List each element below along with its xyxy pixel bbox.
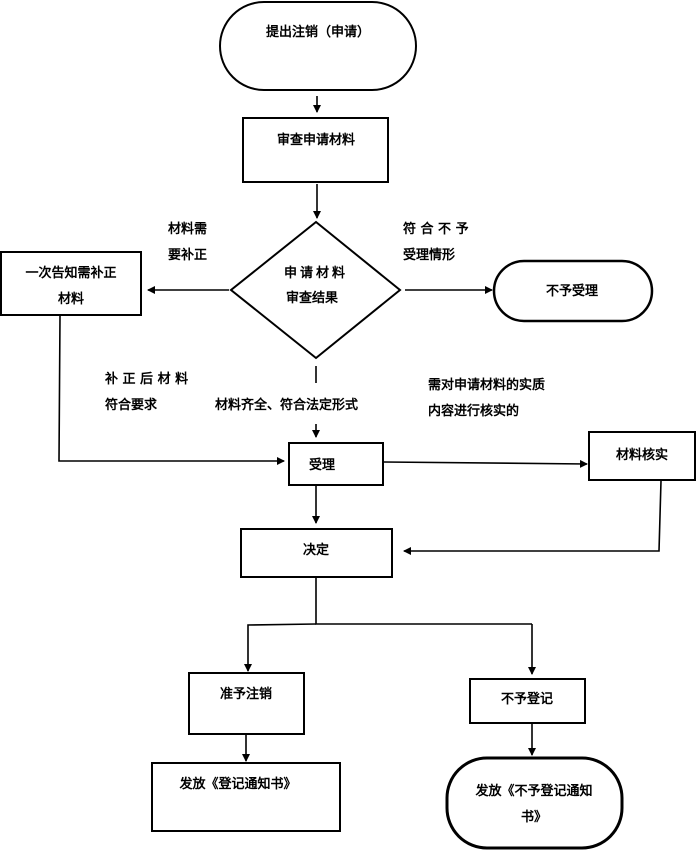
reject-terminal: 不予受理 [492,259,654,323]
notify-label-1: 一次告知需补正 [25,265,116,281]
label-verify-need-2: 内容进行核实的 [428,403,519,419]
reject-label: 不予受理 [546,283,598,299]
label-fixed-1: 补 正 后 材 料 [104,371,188,387]
label-need-fix-1: 材料需 [168,221,207,237]
label-not-accept-2: 受理情形 [403,247,455,263]
label-not-accept-1: 符 合 不 予 [403,221,469,237]
accept-box: 受理 [288,442,384,486]
arrow-to-approve [244,623,317,672]
issue-deny-label-2: 书》 [521,809,547,825]
notify-box: 一次告知需补正 材料 [0,251,142,316]
start-terminal: 提出注销（申请） [219,1,417,91]
notify-label-2: 材料 [58,291,84,307]
decision-label-2: 审查结果 [286,290,338,306]
decision-label-1: 申请材料 [284,265,348,281]
decide-box: 决定 [240,528,393,578]
label-fixed-2: 符合要求 [105,397,158,413]
verify-label: 材料核实 [616,447,668,463]
decide-label: 决定 [303,542,329,558]
arrow-accept-to-verify [383,459,588,468]
review-box: 审查申请材料 [242,117,389,183]
review-label: 审查申请材料 [277,132,355,148]
deny-box: 不予登记 [469,678,586,724]
arrow-notify-to-accept [58,315,285,465]
arrow-verify-to-decide [403,480,662,555]
start-label: 提出注销（申请） [266,24,370,40]
label-verify-need-1: 需对申请材料的实质 [428,377,545,393]
edge-labels: 材料需 要补正 符 合 不 予 受理情形 补 正 后 材 料 符合要求 材料齐全… [104,221,545,419]
issue-notice-box: 发放《登记通知书》 [151,762,341,832]
issue-notice-label: 发放《登记通知书》 [178,776,296,792]
label-complete: 材料齐全、符合法定形式 [215,397,358,413]
deny-label: 不予登记 [501,691,553,707]
label-need-fix-2: 要补正 [168,247,207,263]
issue-deny-label-1: 发放《不予登记通知 [474,783,592,799]
accept-label: 受理 [309,457,335,473]
approve-box: 准予注销 [188,672,305,735]
issue-deny-terminal: 发放《不予登记通知 书》 [445,756,624,850]
connectors [58,96,662,762]
decision-diamond: 申请材料 审查结果 [229,220,402,360]
approve-label: 准予注销 [220,686,272,702]
verify-box: 材料核实 [588,431,696,481]
line-decide-split [315,578,532,625]
